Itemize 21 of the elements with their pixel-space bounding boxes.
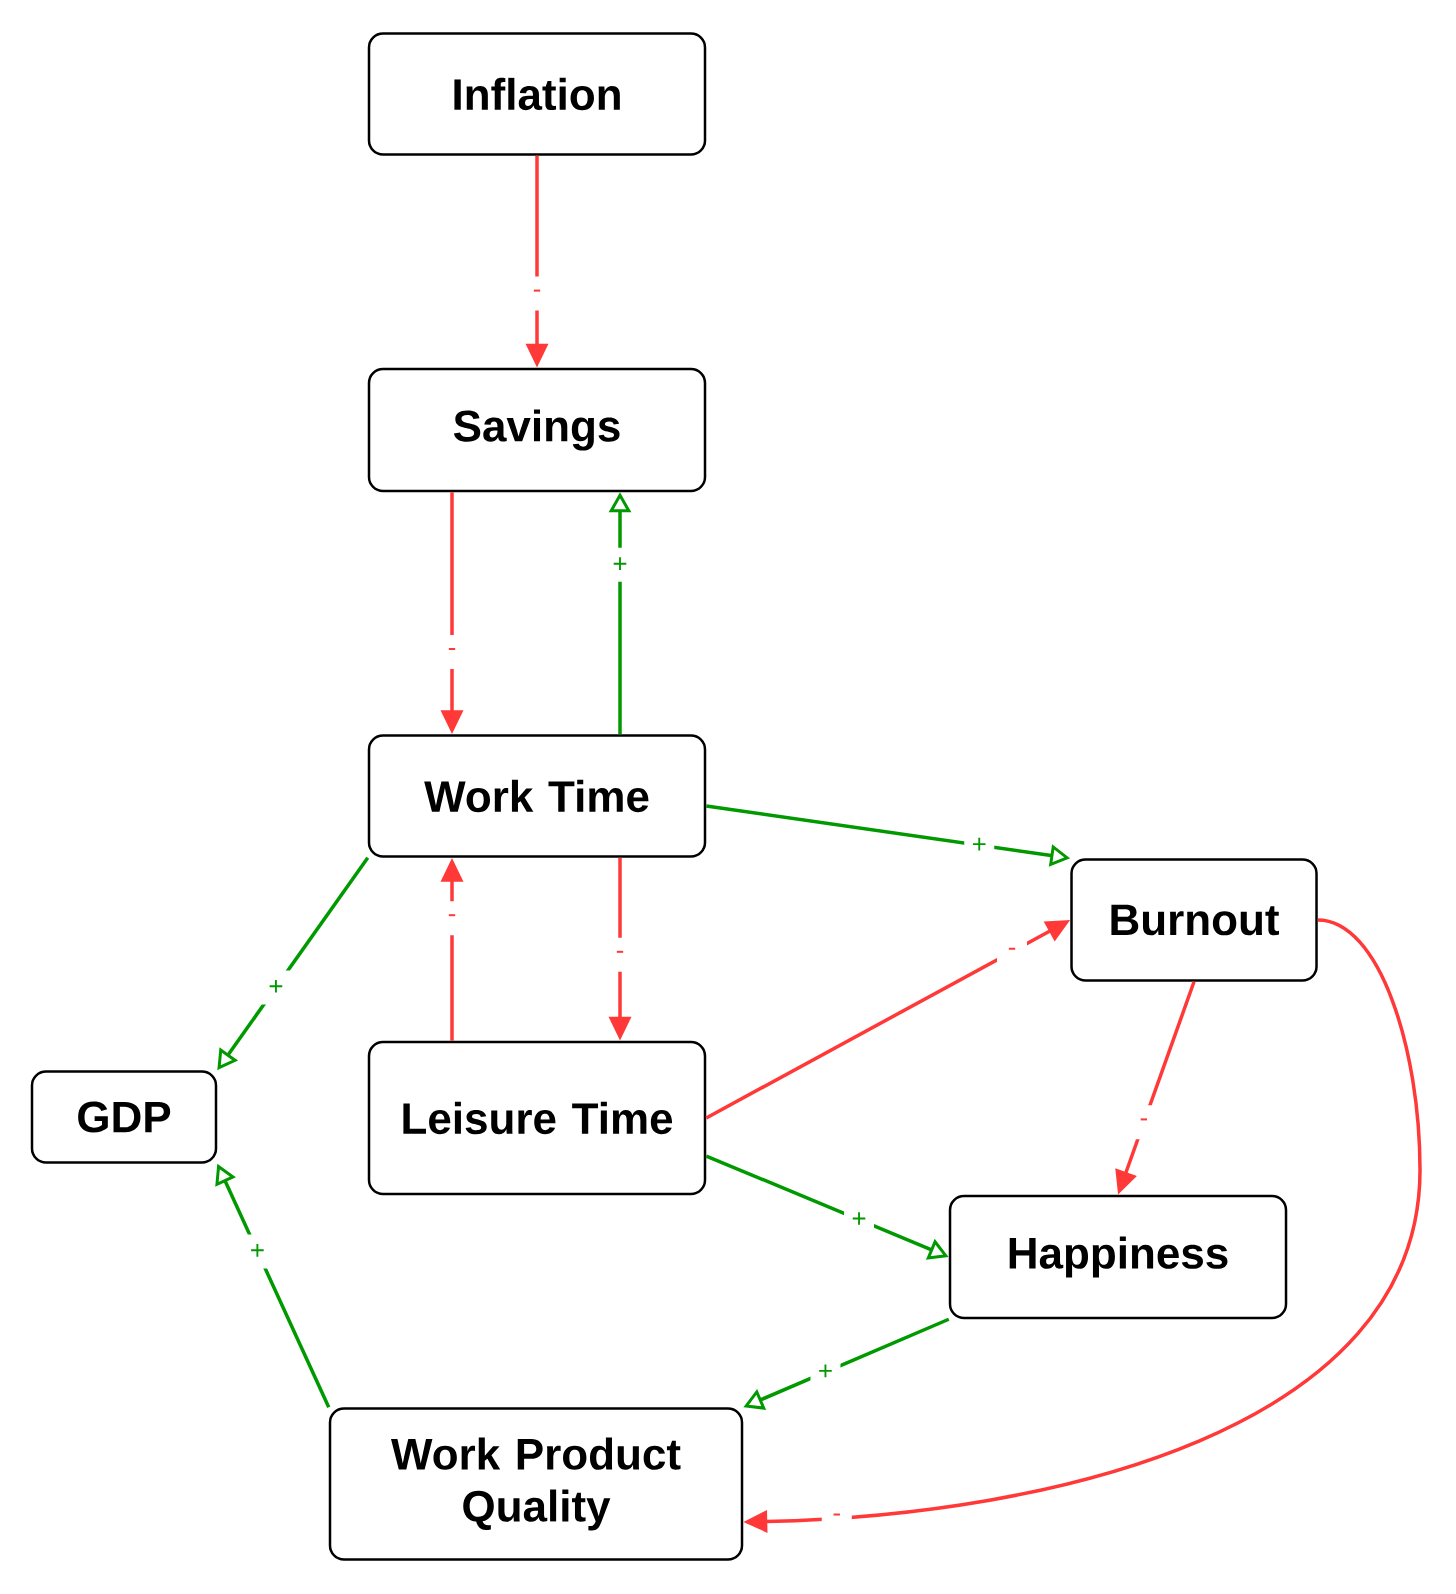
edge-label: - bbox=[821, 1500, 852, 1535]
edge-label: - bbox=[605, 937, 635, 972]
edge-label: + bbox=[242, 1234, 273, 1269]
edge-label: + bbox=[964, 828, 995, 863]
edge-label: + bbox=[810, 1355, 841, 1390]
node-box: Work Product Quality bbox=[328, 1407, 744, 1561]
edge-label: - bbox=[1128, 1105, 1159, 1140]
edge-label: - bbox=[437, 901, 467, 936]
edge-label: - bbox=[997, 934, 1027, 969]
edge-label: - bbox=[522, 276, 552, 311]
node-box: Burnout bbox=[1070, 858, 1318, 982]
node-box: Inflation bbox=[367, 32, 707, 156]
node-box: GDP bbox=[30, 1070, 218, 1164]
node-box: Savings bbox=[367, 367, 707, 493]
node-box: Leisure Time bbox=[367, 1040, 707, 1196]
node-box: Work Time bbox=[367, 734, 707, 858]
edge-label: + bbox=[844, 1202, 875, 1237]
edge-label: + bbox=[605, 547, 635, 582]
edge-label: - bbox=[437, 635, 467, 669]
edge-label: + bbox=[260, 970, 291, 1005]
node-box: Happiness bbox=[948, 1194, 1288, 1320]
